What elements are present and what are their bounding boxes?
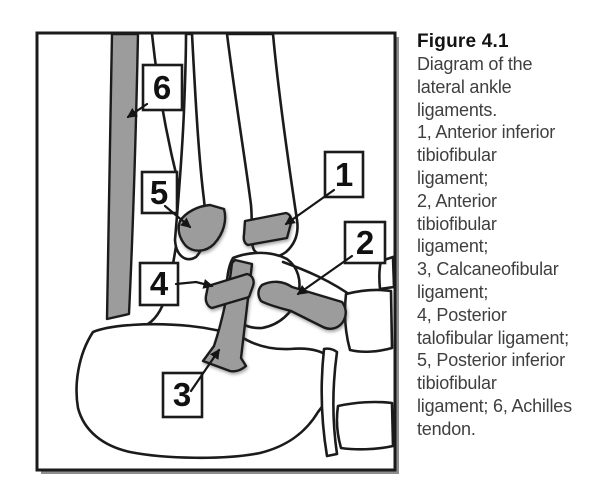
label-box-5 xyxy=(140,170,179,215)
caption-line: ligament; 6, Achilles xyxy=(417,395,572,416)
ankle-ligament-diagram: 1 2 3 4 5 6 xyxy=(35,31,399,474)
arrow-2 xyxy=(296,254,354,296)
label-boxes: 1 2 3 4 5 6 xyxy=(138,63,387,419)
fifth-metatarsal-bone xyxy=(320,347,339,458)
caption-line: 3, Calcaneofibular xyxy=(417,259,559,280)
caption-line: tibiofibular xyxy=(417,213,497,234)
arrow-4 xyxy=(174,279,214,289)
label-box-3 xyxy=(161,371,204,419)
caption-line: ligament; xyxy=(417,281,489,302)
small-tarsal-bone xyxy=(378,255,396,291)
fibula-bone xyxy=(173,32,207,261)
label-number-1: 1 xyxy=(335,156,353,193)
caption-line: ligament; xyxy=(417,236,489,257)
ligaments-group xyxy=(177,203,347,373)
label-number-6: 6 xyxy=(153,69,171,106)
label-number-5: 5 xyxy=(150,174,168,211)
caption-line: Diagram of the xyxy=(417,54,533,74)
caption-line: 2, Anterior xyxy=(417,190,497,211)
caption-line: tibiofibular xyxy=(417,145,497,166)
anterior-tibiofibular-ligament-shape xyxy=(257,280,347,330)
figure-caption: Figure 4.1 Diagram of the lateral ankle … xyxy=(417,31,613,441)
posterior-inferior-tibiofibular-ligament-shape xyxy=(177,203,227,252)
figure-title: Figure 4.1 xyxy=(417,31,509,52)
caption-line: 1, Anterior inferior xyxy=(417,122,556,143)
leader-arrows xyxy=(126,102,354,393)
arrow-3 xyxy=(189,348,221,393)
diagram-canvas: 1 2 3 4 5 6 xyxy=(35,31,399,474)
label-number-4: 4 xyxy=(150,265,169,302)
label-box-6 xyxy=(141,63,184,112)
caption-line: talofibular ligament; xyxy=(417,327,569,348)
arrow-6 xyxy=(126,102,149,119)
arrow-1 xyxy=(284,188,336,226)
caption-line: ligament; xyxy=(417,167,489,188)
label-box-1 xyxy=(323,150,365,199)
caption-line: ligaments. xyxy=(417,99,498,120)
metatarsal-base-bone xyxy=(335,400,395,451)
caption-line: lateral ankle xyxy=(417,76,512,97)
posterior-talofibular-ligament-shape xyxy=(204,272,255,310)
arrow-5 xyxy=(163,204,192,229)
label-number-3: 3 xyxy=(173,376,191,413)
label-number-2: 2 xyxy=(356,224,374,261)
caption-line: 4, Posterior xyxy=(417,304,507,325)
anterior-inferior-tibiofibular-ligament-shape xyxy=(242,211,293,247)
caption-line: 5, Posterior inferior xyxy=(417,350,565,371)
caption-line: tibiofibular xyxy=(417,373,497,394)
cuboid-bone xyxy=(343,288,394,354)
caption-line: tendon. xyxy=(417,418,476,439)
